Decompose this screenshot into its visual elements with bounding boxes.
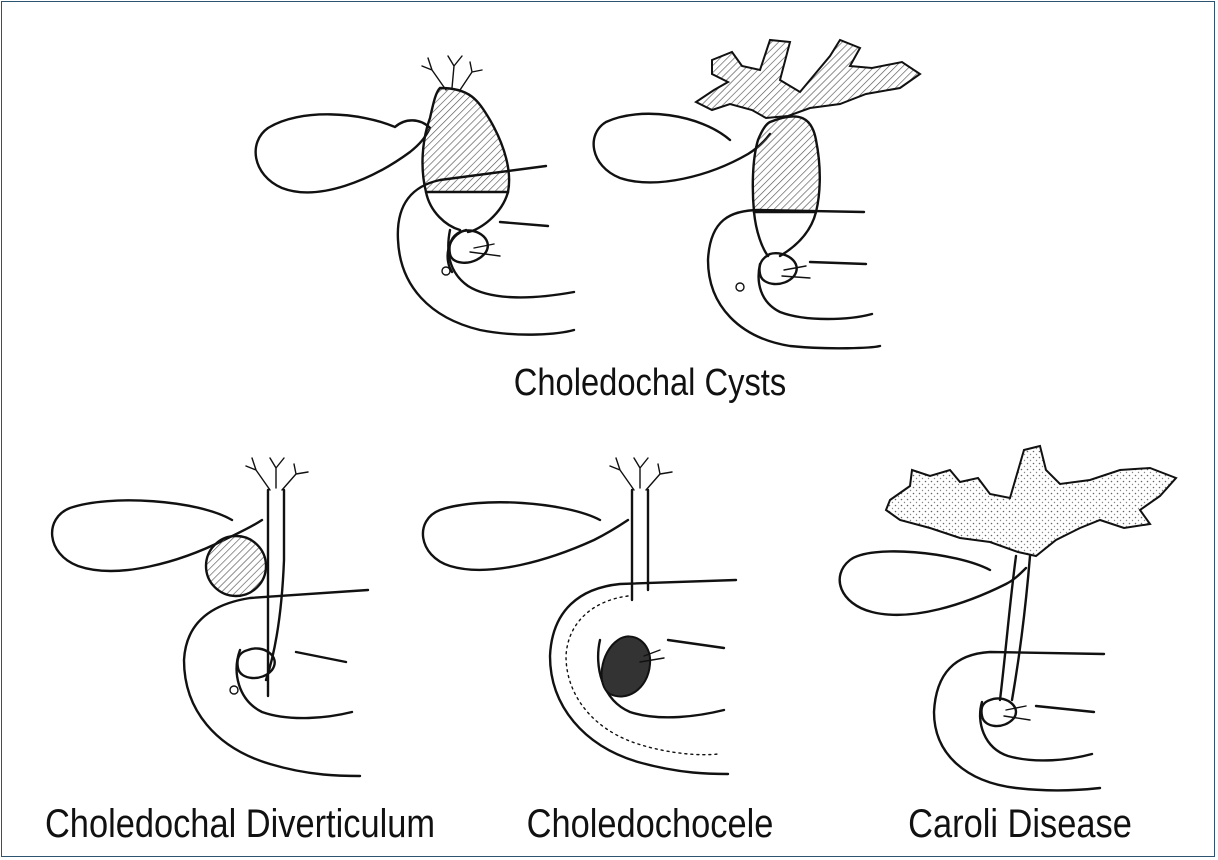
intrahepatic-ducts: [886, 446, 1176, 556]
intrahepatic-ducts: [696, 40, 920, 118]
choledochocele-diagram: [423, 458, 736, 774]
duodenum: [934, 652, 1104, 790]
label-choledochal-cysts: Choledochal Cysts: [487, 362, 814, 405]
hepatic-ducts: [422, 56, 482, 90]
gallbladder: [423, 502, 628, 570]
dilated-common-bile-duct: [753, 116, 820, 212]
diverticulum-sac: [206, 536, 266, 596]
hepatic-ducts: [246, 458, 308, 490]
duodenum: [708, 210, 880, 348]
diverticulum-diagram: [52, 458, 368, 776]
cyst-type1-diagram: [256, 56, 574, 335]
duodenum: [184, 590, 368, 776]
label-choledochocele: Choledochocele: [487, 802, 814, 847]
gallbladder: [840, 551, 1026, 614]
caroli-disease-diagram: [840, 446, 1176, 790]
hepatic-ducts: [610, 458, 672, 490]
label-choledochal-diverticulum: Choledochal Diverticulum: [42, 802, 438, 847]
ampulla: [981, 698, 1015, 726]
gallbladder: [594, 114, 770, 183]
choledochocele-bulge: [602, 636, 651, 696]
gallbladder: [256, 114, 430, 192]
label-caroli-disease: Caroli Disease: [857, 802, 1184, 847]
cyst-type4-diagram: [594, 40, 920, 348]
